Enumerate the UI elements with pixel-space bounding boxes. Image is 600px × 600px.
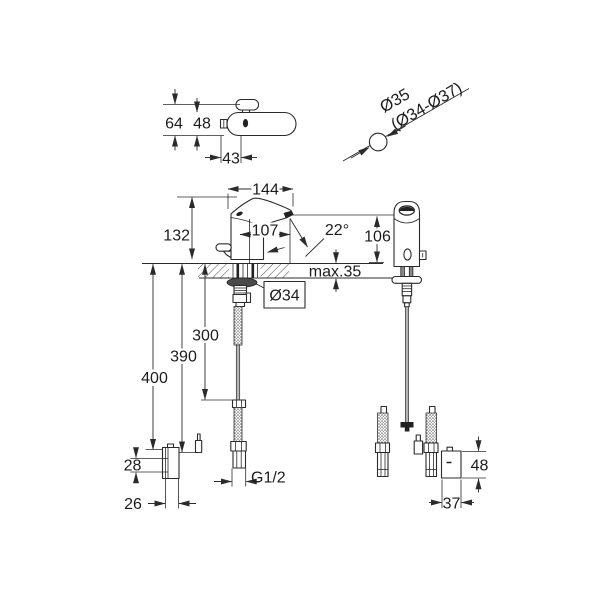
dim-label-132: 132 <box>163 228 190 245</box>
dim-label-106: 106 <box>364 229 391 246</box>
dim-label-400: 400 <box>141 370 168 387</box>
faucet-front-view <box>391 200 427 432</box>
faucet-top-view <box>219 98 297 137</box>
supply-hose-braided <box>233 306 243 346</box>
connection-parts <box>374 405 462 479</box>
g12-nut <box>230 440 247 452</box>
dim-control-unit: 28 26 G1/2 <box>121 447 286 513</box>
hole-circle <box>368 132 388 152</box>
dim-label-48-box: 48 <box>471 458 489 475</box>
deck-hatch-right <box>259 264 289 278</box>
sensor-dot-top <box>242 119 249 128</box>
hose-thin-section <box>235 344 241 401</box>
dim-label-28: 28 <box>124 458 142 475</box>
top-view-side-nub <box>219 118 228 129</box>
dim-label-37: 37 <box>443 496 461 513</box>
control-unit <box>130 433 203 480</box>
dim-label-48: 48 <box>193 116 211 133</box>
connector-right <box>425 451 438 478</box>
front-zero-mark <box>403 248 412 261</box>
dim-top-view: 64 48 43 <box>163 89 257 168</box>
hose-coupling-nut <box>231 399 247 409</box>
deck-hatch-left <box>198 264 229 278</box>
connector-left <box>376 451 389 478</box>
dim-hose-lengths: 300 390 400 <box>140 263 233 453</box>
aerator <box>283 210 293 218</box>
dim-label-390: 390 <box>170 349 197 366</box>
dim-label-64: 64 <box>165 116 183 133</box>
dim-label-107: 107 <box>252 223 279 240</box>
dim-label-g12: G1/2 <box>251 470 286 487</box>
dim-label-300: 300 <box>192 328 219 345</box>
hose-right <box>425 412 437 444</box>
dim-label-43: 43 <box>222 151 240 168</box>
pipe-end-connector <box>400 422 414 428</box>
mounting-flange-front <box>391 275 423 284</box>
dim-label-dia34: Ø34 <box>269 288 299 305</box>
dim-battery-box: 48 37 <box>429 436 489 513</box>
battery-box <box>440 450 462 479</box>
mounting-hole-detail: Ø35 (Ø34-Ø37) <box>342 79 470 162</box>
mounting-deck <box>142 262 392 279</box>
dim-label-26: 26 <box>124 496 142 513</box>
mixing-lever <box>215 243 232 259</box>
dim-label-144: 144 <box>252 182 279 199</box>
hose-left <box>377 412 389 444</box>
plug-middle <box>413 440 424 455</box>
shank-and-hose <box>226 277 258 469</box>
dim-label-max35: max.35 <box>309 264 362 281</box>
dim-label-22deg: 22° <box>325 222 349 239</box>
g12-connector-body <box>232 450 247 469</box>
supply-pipe-front <box>405 306 409 423</box>
control-box <box>161 446 180 480</box>
cable-plug <box>194 439 203 454</box>
sensor-window-side <box>236 211 243 217</box>
dim-side-view: 144 132 107 22° 106 max.35 Ø34 <box>163 181 391 309</box>
